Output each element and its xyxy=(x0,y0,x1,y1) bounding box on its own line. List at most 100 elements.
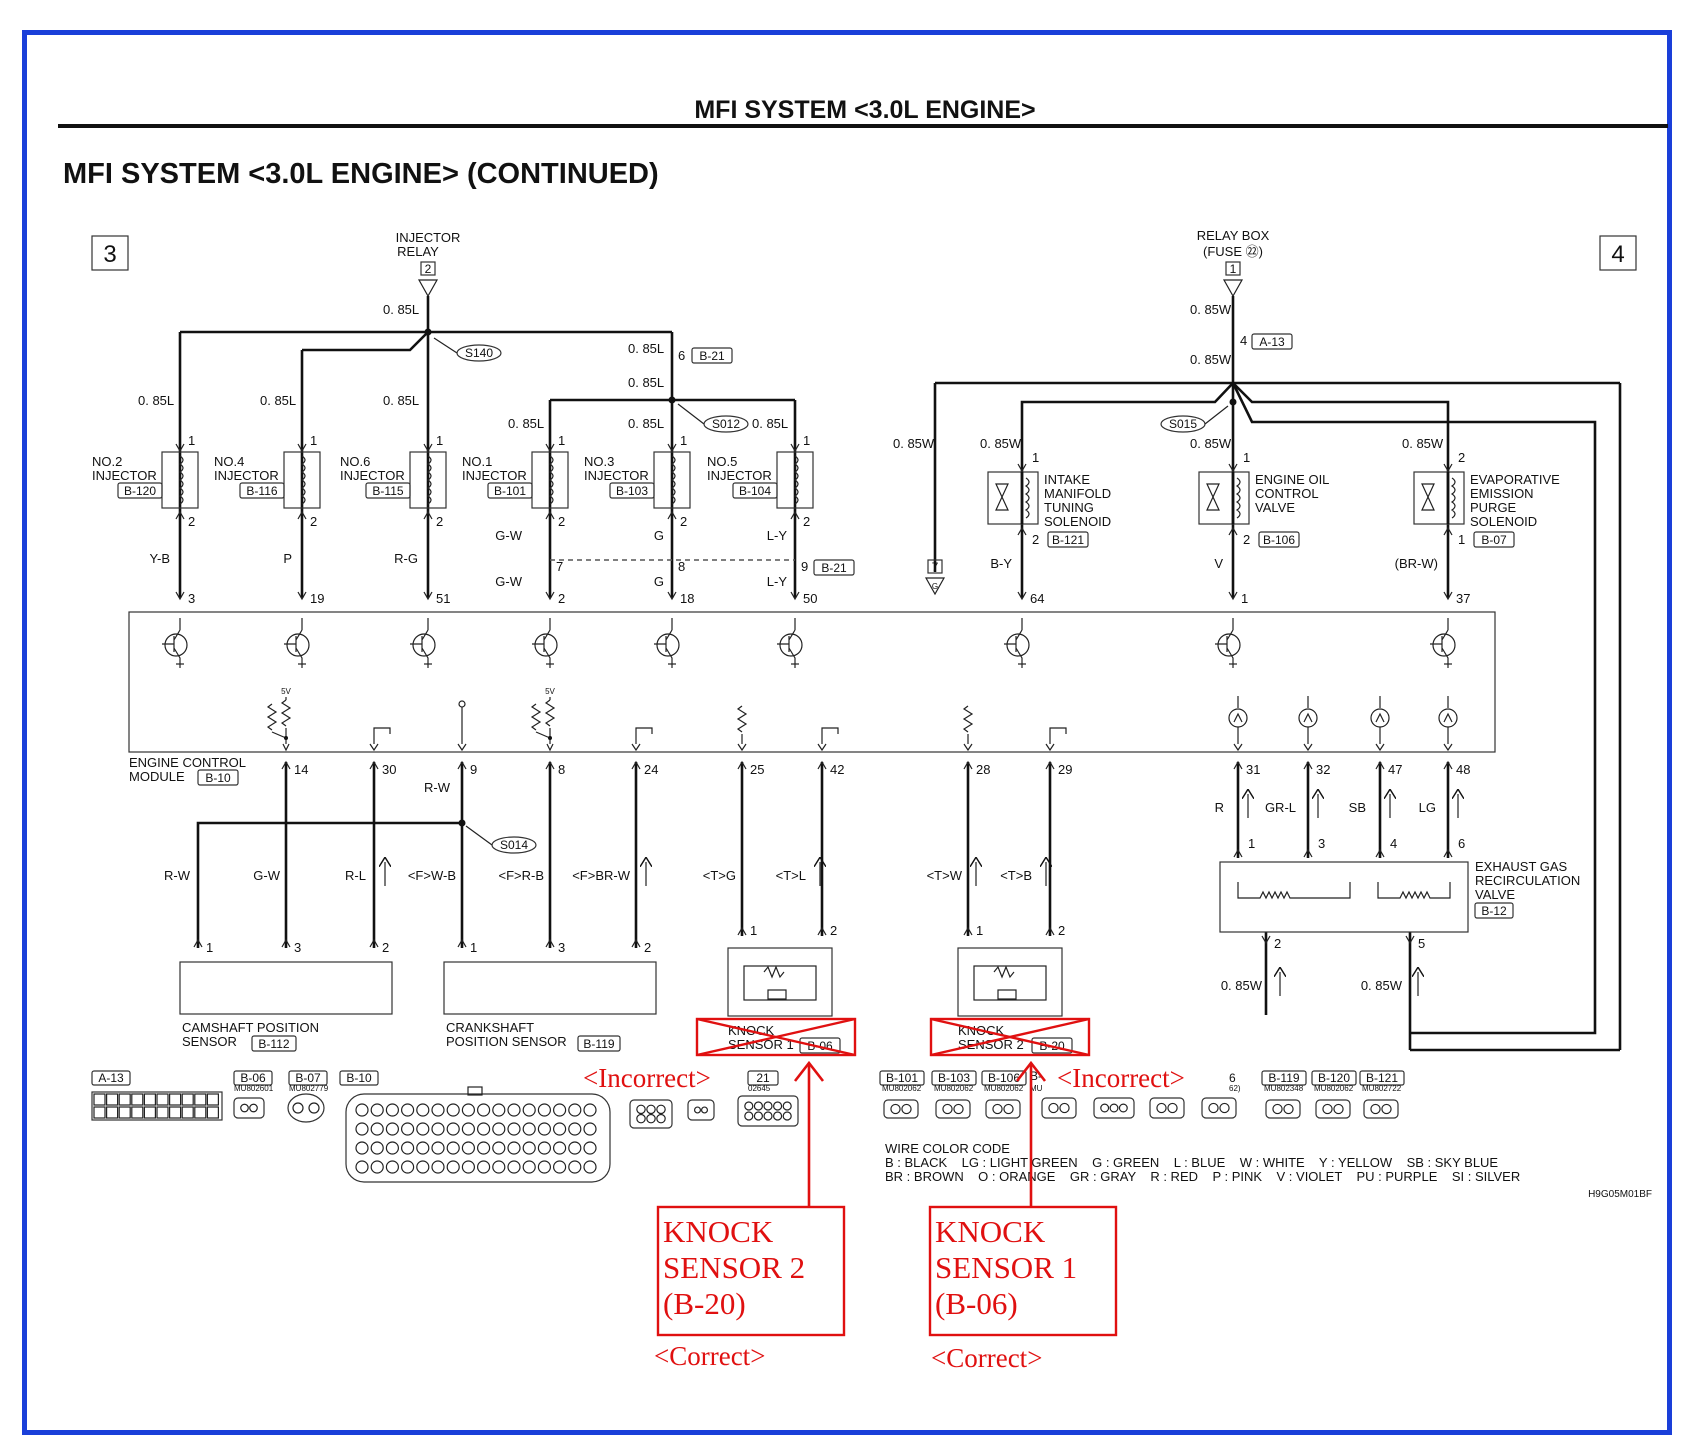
solenoid-conn-box xyxy=(1258,531,1300,548)
conn-b10: B-10 xyxy=(346,1071,372,1085)
pin-bot: 2 xyxy=(188,514,195,529)
wire-color: <T>W xyxy=(927,868,963,883)
connector-face xyxy=(1201,1097,1237,1119)
conn-right-box xyxy=(1311,1070,1357,1086)
conn-b21: 21 xyxy=(756,1071,770,1085)
correct-left-2: SENSOR 2 xyxy=(663,1250,805,1285)
terminal xyxy=(175,510,185,520)
terminal xyxy=(281,760,291,770)
solenoid-name: MANIFOLD xyxy=(1044,486,1111,501)
egr-driver xyxy=(1438,696,1458,752)
egr-driver xyxy=(1228,696,1248,752)
solenoid-name: TUNING xyxy=(1044,500,1094,515)
pin: 1 xyxy=(206,940,213,955)
injector-name: NO.2 xyxy=(92,454,122,469)
conn-right: B-101 xyxy=(886,1071,918,1085)
crankshaft-sensor: CRANKSHAFT POSITION SENSOR B-119 xyxy=(443,961,657,1052)
svg-text:B-119: B-119 xyxy=(583,1037,614,1051)
ecm-pin: 1 xyxy=(1241,591,1248,606)
pin: 1 xyxy=(470,940,477,955)
coil-icon xyxy=(300,455,306,505)
valve-icon xyxy=(995,483,1009,511)
injector-relay-label-1: INJECTOR xyxy=(396,230,461,245)
lower-wire: 24 xyxy=(631,760,658,948)
terminal xyxy=(1045,760,1055,770)
terminal xyxy=(1443,591,1453,601)
ecm-conn: B-10 xyxy=(205,771,231,785)
terminal xyxy=(1045,926,1055,936)
svg-text:0. 85L: 0. 85L xyxy=(752,416,788,431)
pin-top: 1 xyxy=(680,433,687,448)
lower-wire: 9 xyxy=(457,760,477,948)
lower-wire: 31 xyxy=(1233,760,1260,858)
injector-conn: B-103 xyxy=(616,484,648,498)
conn-right-part: MU802722 xyxy=(1362,1084,1402,1093)
ecm-pin: 47 xyxy=(1388,762,1402,777)
terminal xyxy=(423,591,433,601)
connector-face xyxy=(1041,1097,1077,1119)
wire-gauge: 0. 85W xyxy=(1221,978,1263,993)
svg-text:POSITION SENSOR: POSITION SENSOR xyxy=(446,1034,567,1049)
correct-right-1: KNOCK xyxy=(935,1214,1046,1249)
conn-partial-part: MU xyxy=(1030,1084,1043,1093)
wire-color-label: LG xyxy=(1419,794,1458,818)
transistor-icon xyxy=(654,618,680,668)
terminal xyxy=(1375,760,1385,770)
resistor-icon xyxy=(530,703,542,731)
conn-a13: A-13 xyxy=(98,1071,124,1085)
knock-pin: 2 xyxy=(1045,923,1065,938)
terminal xyxy=(1375,848,1385,858)
solenoid-name: EVAPORATIVE xyxy=(1470,472,1560,487)
injector-label: INJECTOR xyxy=(707,468,772,483)
conn-b07-part: MU802779 xyxy=(289,1084,329,1093)
wire-color-label: <T>W xyxy=(927,862,976,886)
page-title: MFI SYSTEM <3.0L ENGINE> (CONTINUED) xyxy=(63,158,659,190)
pin-top: 1 xyxy=(310,433,317,448)
terminal xyxy=(667,510,677,520)
solenoid-3: 21EVAPORATIVEEMISSIONPURGESOLENOIDB-07(B… xyxy=(1395,450,1560,606)
pullup-5v: 5V xyxy=(266,687,292,752)
terminal xyxy=(1233,760,1243,770)
coil-icon xyxy=(670,455,676,505)
svg-text:EXHAUST GAS: EXHAUST GAS xyxy=(1475,859,1568,874)
pin: 3 xyxy=(294,940,301,955)
svg-text:B-21: B-21 xyxy=(821,561,847,575)
knock-input xyxy=(962,705,974,752)
terminal xyxy=(545,443,555,453)
terminal xyxy=(790,443,800,453)
injector-relay-pin: 2 xyxy=(425,262,432,276)
svg-text:0. 85L: 0. 85L xyxy=(260,393,296,408)
conn-b07-box xyxy=(288,1070,328,1086)
page-ref-right-box xyxy=(1599,235,1637,271)
terminal xyxy=(297,591,307,601)
ecm-pin: 3 xyxy=(188,591,195,606)
ecm-pin: 42 xyxy=(830,762,844,777)
injector-relay-label-2: RELAY xyxy=(397,244,439,259)
wire-color: V xyxy=(1214,556,1223,571)
relay-box-terminal xyxy=(1222,279,1244,298)
svg-text:0. 85L: 0. 85L xyxy=(383,302,419,317)
relay-box-pin: 1 xyxy=(1230,262,1237,276)
ecm-pin: 25 xyxy=(750,762,764,777)
wire-color-label: R-W xyxy=(164,868,191,883)
ecm-pin: 37 xyxy=(1456,591,1470,606)
lower-wire: 47 xyxy=(1375,760,1402,858)
svg-text:B-112: B-112 xyxy=(258,1037,289,1051)
terminal xyxy=(1405,935,1415,945)
svg-text:RECIRCULATION: RECIRCULATION xyxy=(1475,873,1580,888)
wire-color-label: <F>R-B xyxy=(498,868,544,883)
v5-label: 5V xyxy=(545,687,555,696)
terminal xyxy=(423,443,433,453)
cam-input xyxy=(457,700,467,752)
conn-b21-box xyxy=(747,1070,779,1086)
terminal xyxy=(193,938,203,948)
egr-pin: 3 xyxy=(1303,836,1325,858)
injector-conn-box xyxy=(117,482,163,499)
wire-color: <F>R-B xyxy=(498,868,544,883)
injector-label: INJECTOR xyxy=(340,468,405,483)
pin-bot: 2 xyxy=(310,514,317,529)
wire-color-label: <F>BR-W xyxy=(572,862,646,886)
solenoid-name: INTAKE xyxy=(1044,472,1090,487)
conn-partial-62: 62) xyxy=(1229,1084,1241,1093)
v5-label: 5V xyxy=(281,687,291,696)
